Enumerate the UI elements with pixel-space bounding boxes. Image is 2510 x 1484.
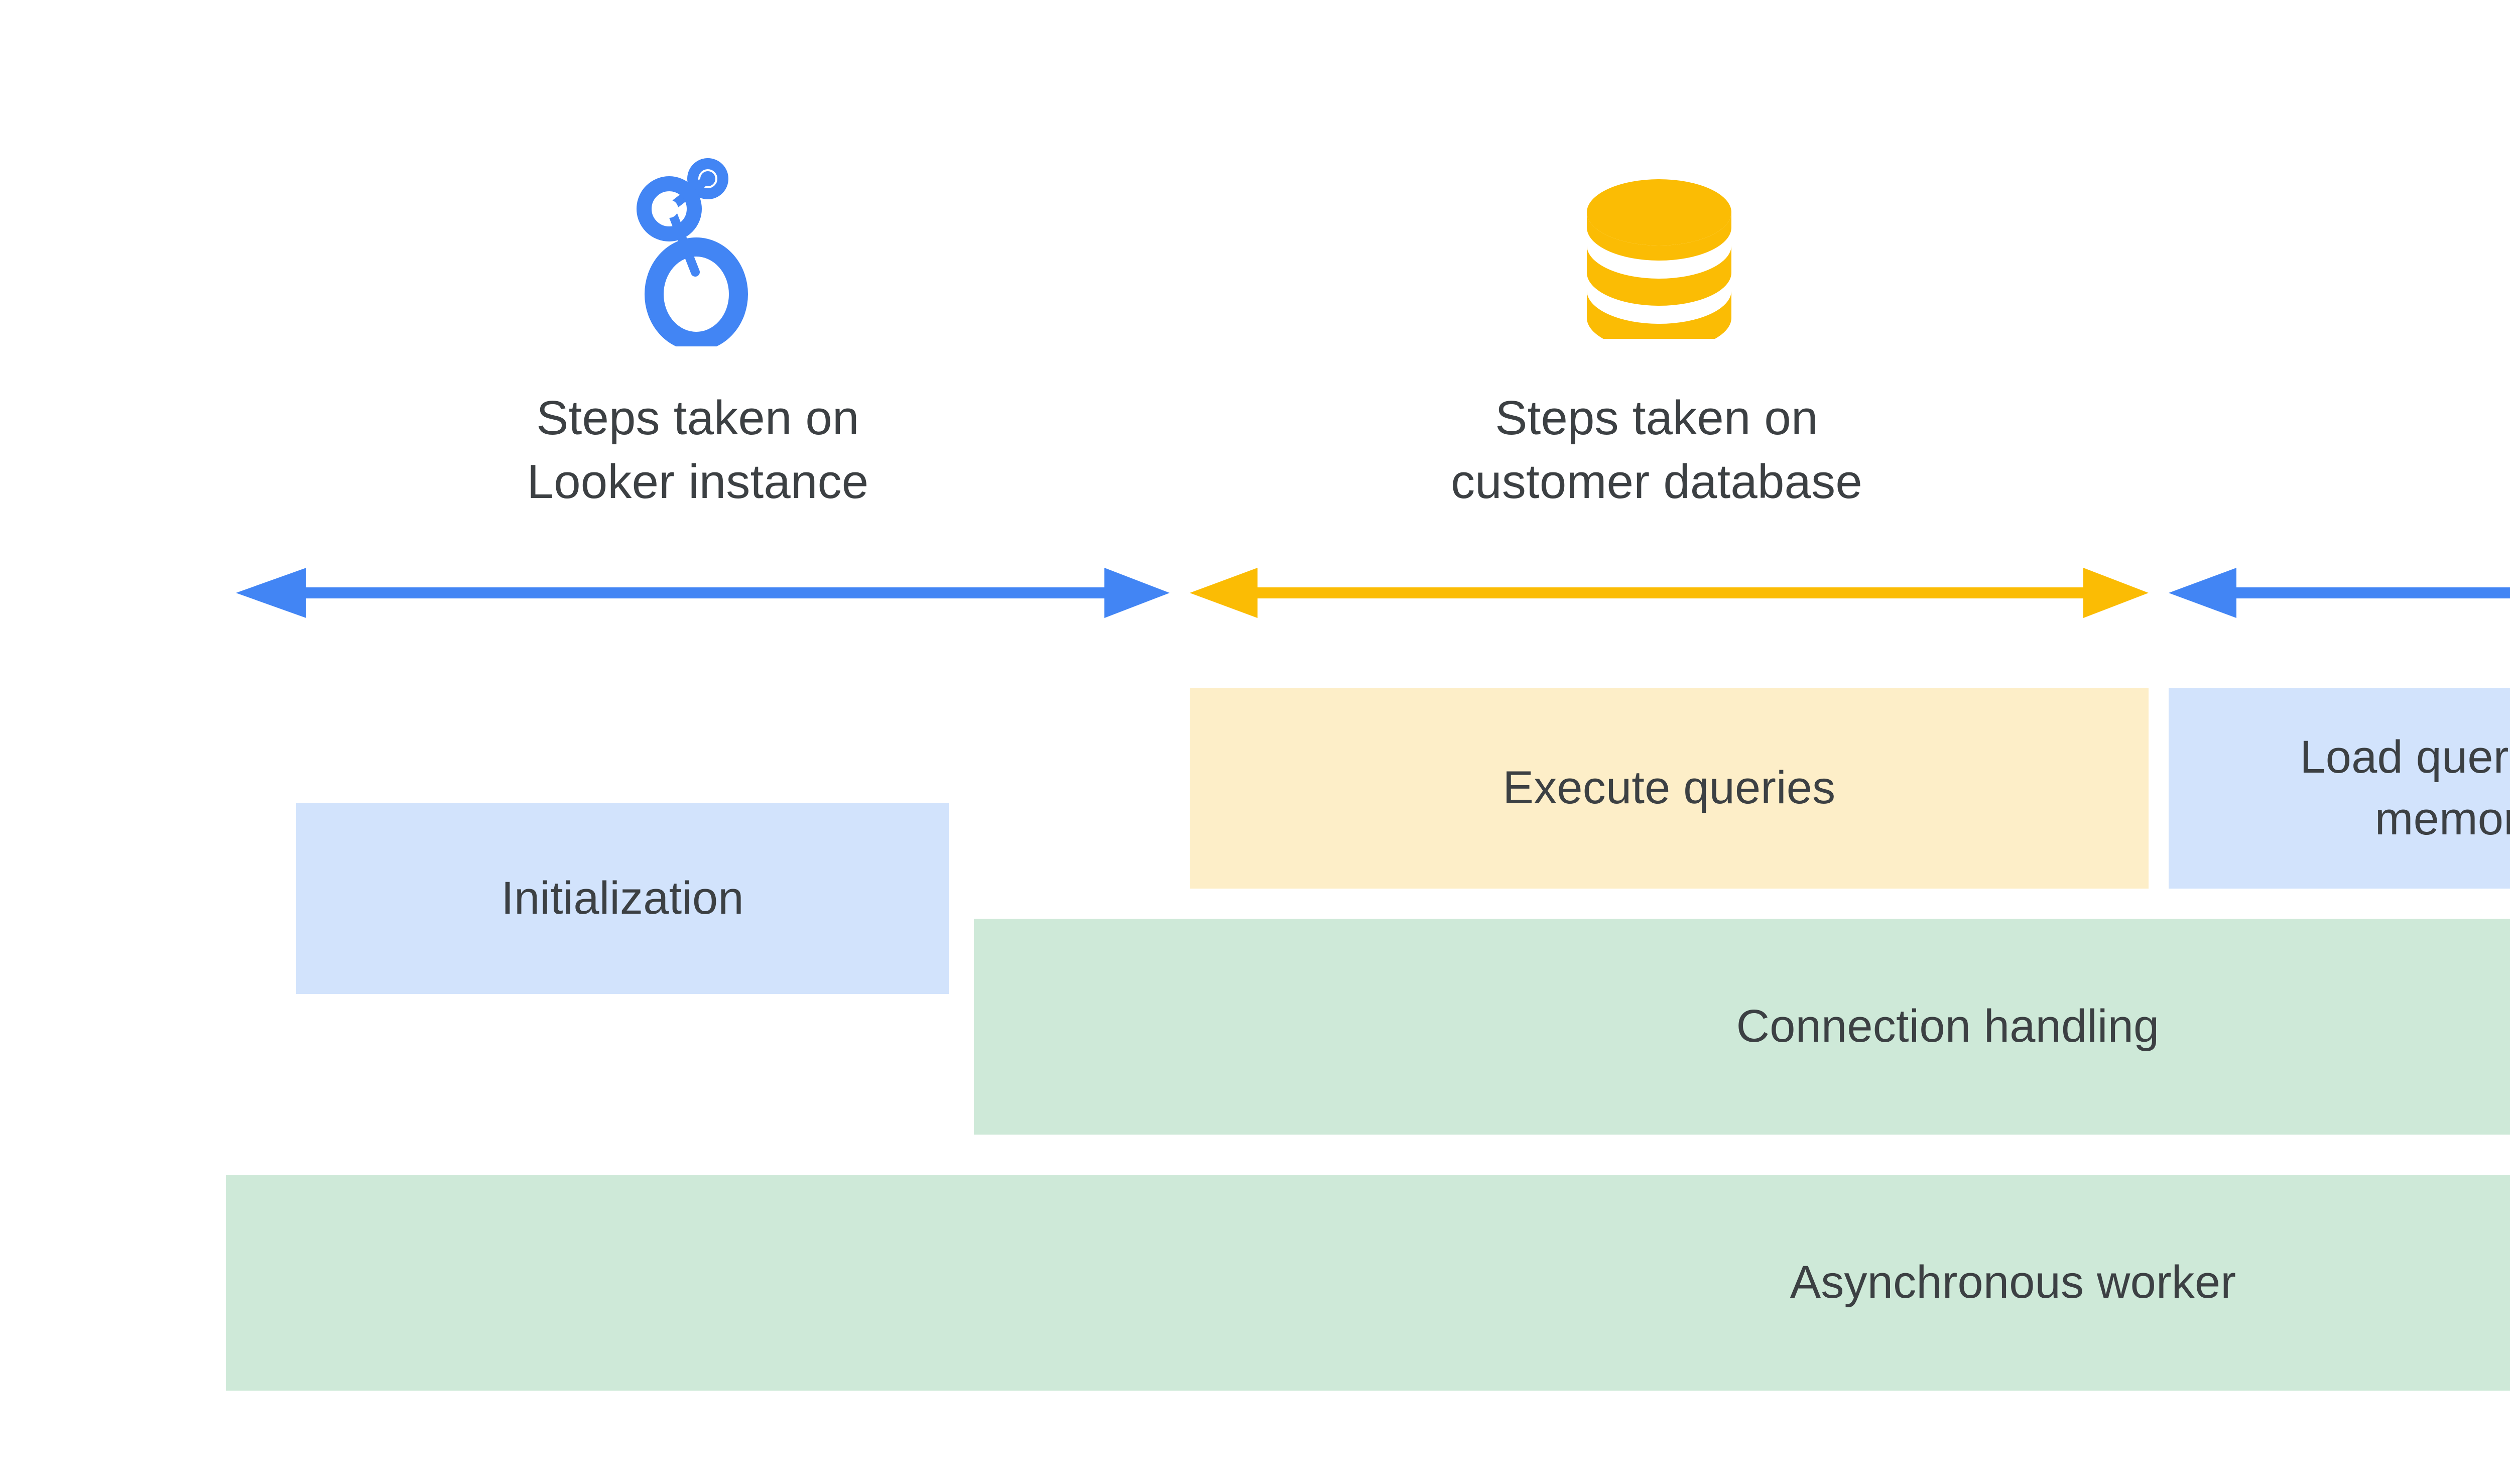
- phase-label: Initialization: [501, 873, 744, 924]
- section-label-looker-left: Steps taken on Looker instance: [527, 391, 869, 509]
- database-icon: [1584, 173, 1734, 339]
- phase-box-load-queries-in-memory: Load queries in memory: [2169, 688, 2510, 889]
- arrow-looker-right: [2169, 568, 2510, 618]
- phase-label: Execute queries: [1502, 762, 1836, 814]
- section-label-customer-database: Steps taken on customer database: [1451, 391, 1862, 509]
- timeline-arrows: [0, 562, 2510, 628]
- looker-logo-icon: [625, 146, 771, 346]
- phase-box-initialization: Initialization: [296, 803, 949, 994]
- phase-box-execute-queries: Execute queries: [1190, 688, 2149, 889]
- arrow-looker-left: [236, 568, 1170, 618]
- phase-box-connection-handling: Connection handling: [974, 919, 2510, 1135]
- phase-label: Load queries in memory: [2300, 731, 2510, 844]
- arrow-customer-database: [1190, 568, 2149, 618]
- phase-label: Connection handling: [1736, 1001, 2160, 1052]
- phase-label: Asynchronous worker: [1790, 1257, 2236, 1308]
- phase-box-asynchronous-worker: Asynchronous worker: [226, 1175, 2510, 1391]
